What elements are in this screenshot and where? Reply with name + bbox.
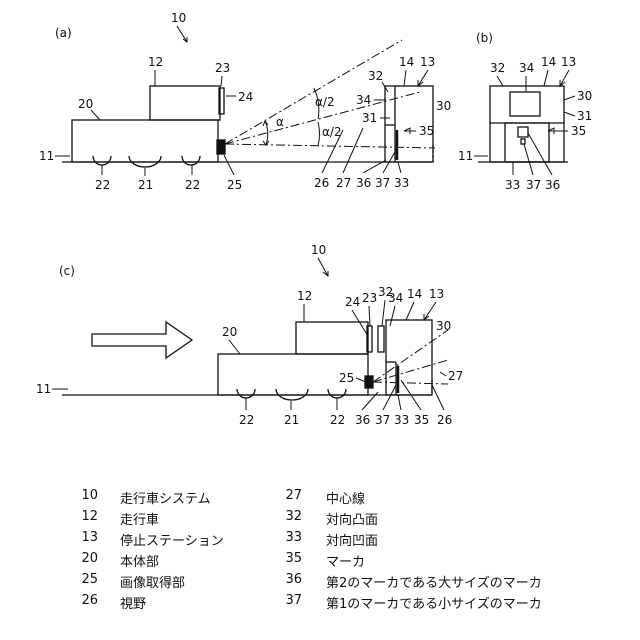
- panel-b: [478, 86, 568, 162]
- ref-c-10: 10: [311, 243, 326, 257]
- panel-tag-c: (c): [59, 264, 75, 278]
- ref-a-27: 27: [336, 176, 351, 190]
- ref-a-32: 32: [368, 69, 383, 83]
- ref-b-11: 11: [458, 149, 473, 163]
- ref-c-37: 37: [375, 413, 390, 427]
- ref-c-21: 21: [284, 413, 299, 427]
- ref-c-23: 23: [362, 291, 377, 305]
- ref-c-36: 36: [355, 413, 370, 427]
- ref-c-20: 20: [222, 325, 237, 339]
- ref-a-20: 20: [78, 97, 93, 111]
- wheel-22-right-a: [182, 156, 200, 165]
- ref-a-14: 14: [399, 55, 414, 69]
- ref-c-25: 25: [339, 371, 354, 385]
- marker-36-b: [521, 139, 525, 144]
- wheel-22-left-a: [93, 156, 111, 165]
- ref-c-22r: 22: [330, 413, 345, 427]
- camera-25-c: [365, 376, 373, 388]
- ref-c-30: 30: [436, 319, 451, 333]
- ref-a-13: 13: [420, 55, 435, 69]
- vehicle-cabin-a: [150, 86, 220, 120]
- ref-c-14: 14: [407, 287, 422, 301]
- ref-b-32: 32: [490, 61, 505, 75]
- ref-a-11: 11: [39, 149, 54, 163]
- ref-a-12: 12: [148, 55, 163, 69]
- ref-a-25: 25: [227, 178, 242, 192]
- center-line-c: [373, 360, 448, 382]
- marker-37-b: [518, 127, 528, 137]
- fov-lower-a: [225, 144, 435, 148]
- travel-arrow-c: [92, 322, 192, 358]
- ref-b-13: 13: [561, 55, 576, 69]
- panel-tag-b: (b): [476, 31, 493, 45]
- half-angle-upper-label: α/2: [315, 95, 335, 109]
- ref-a-34: 34: [356, 93, 371, 107]
- station-front-b: [490, 86, 564, 162]
- ref-c-11: 11: [36, 382, 51, 396]
- ref-b-37: 37: [526, 178, 541, 192]
- vehicle-body-a: [72, 120, 218, 162]
- ref-b-35: 35: [571, 124, 586, 138]
- ref-a-22l: 22: [95, 178, 110, 192]
- ref-a-10: 10: [171, 11, 186, 25]
- wheel-22-right-c: [328, 389, 346, 398]
- ref-a-24: 24: [238, 90, 253, 104]
- ref-a-21: 21: [138, 178, 153, 192]
- ref-b-33: 33: [505, 178, 520, 192]
- ref-c-35: 35: [414, 413, 429, 427]
- ref-a-22r: 22: [185, 178, 200, 192]
- ref-c-27: 27: [448, 369, 463, 383]
- ref-a-35: 35: [419, 124, 434, 138]
- half-arc-lower-a: [318, 122, 320, 146]
- ref-c-34: 34: [388, 291, 403, 305]
- ref-c-22l: 22: [239, 413, 254, 427]
- labels: (a) (b) (c) α α/2 α/2 10 12 23 24 20 11 …: [36, 11, 592, 427]
- recess-33-b: [505, 123, 549, 162]
- wheel-22-left-c: [237, 389, 255, 398]
- ref-c-24: 24: [345, 295, 360, 309]
- ref-b-34: 34: [519, 61, 534, 75]
- ref-a-37: 37: [375, 176, 390, 190]
- ref-b-31: 31: [577, 109, 592, 123]
- ref-b-14: 14: [541, 55, 556, 69]
- ref-c-12: 12: [297, 289, 312, 303]
- display-34-b: [510, 92, 540, 116]
- vehicle-cabin-c: [296, 322, 368, 354]
- ref-b-30: 30: [577, 89, 592, 103]
- fov-lower-c: [373, 382, 448, 384]
- sensor-34-c: [378, 326, 384, 352]
- ref-c-13: 13: [429, 287, 444, 301]
- panel-c: [62, 320, 448, 400]
- ref-a-23: 23: [215, 61, 230, 75]
- alpha-label: α: [276, 115, 284, 129]
- ref-b-36: 36: [545, 178, 560, 192]
- leader-lines: [52, 26, 575, 410]
- ref-a-31: 31: [362, 111, 377, 125]
- ref-c-33: 33: [394, 413, 409, 427]
- half-angle-lower-label: α/2: [322, 125, 342, 139]
- camera-25-a: [217, 140, 225, 154]
- ref-a-33: 33: [394, 176, 409, 190]
- ref-a-36: 36: [356, 176, 371, 190]
- ref-c-26: 26: [437, 413, 452, 427]
- ref-a-26: 26: [314, 176, 329, 190]
- ref-a-30: 30: [436, 99, 451, 113]
- panel-tag-a: (a): [55, 26, 72, 40]
